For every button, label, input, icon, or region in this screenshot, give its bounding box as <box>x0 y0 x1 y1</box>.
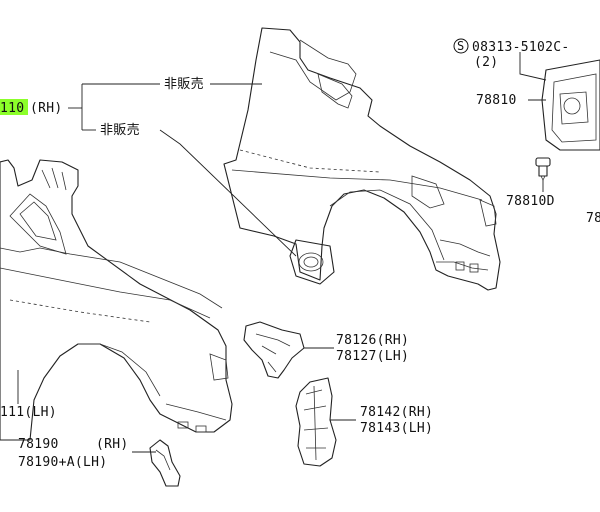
label-78110[interactable]: 110 <box>0 101 24 116</box>
label-not-for-sale-lower: 非販売 <box>100 122 140 138</box>
label-screw-qty: (2) <box>474 55 498 70</box>
label-78142[interactable]: 78142(RH) <box>360 405 433 420</box>
label-78810d[interactable]: 78810D <box>506 194 555 209</box>
leader-lines <box>17 52 547 453</box>
clip-78810d-drawing <box>535 157 551 181</box>
bracket-78190-drawing <box>149 439 181 487</box>
label-78127[interactable]: 78127(LH) <box>336 349 409 364</box>
label-78111[interactable]: 111(LH) <box>0 405 57 420</box>
label-78190[interactable]: 78190 <box>18 437 59 452</box>
rear-fender-rh-drawing <box>223 27 501 291</box>
labels: 110 (RH) 非販売 非販売 S 08313-5102C- (2) 7881… <box>0 38 600 470</box>
bracket-78126-drawing <box>243 321 305 379</box>
part-78110-highlight <box>0 99 28 115</box>
label-78810[interactable]: 78810 <box>476 93 517 108</box>
screw-symbol-icon <box>453 38 469 54</box>
label-screw-prefix: S <box>457 39 465 53</box>
label-78143[interactable]: 78143(LH) <box>360 421 433 436</box>
label-78126[interactable]: 78126(RH) <box>336 333 409 348</box>
label-78190a[interactable]: 78190+A(LH) <box>18 455 107 470</box>
label-not-for-sale-upper: 非販売 <box>164 76 204 92</box>
panel-78142-drawing <box>295 377 337 467</box>
rear-fender-lh-drawing <box>0 159 233 441</box>
label-78190-rh: (RH) <box>96 437 129 452</box>
label-78-cut[interactable]: 78 <box>586 211 600 226</box>
fuel-lid-drawing <box>541 59 600 151</box>
label-78110-side: (RH) <box>30 101 63 116</box>
label-screw-08313[interactable]: 08313-5102C- <box>472 40 570 55</box>
